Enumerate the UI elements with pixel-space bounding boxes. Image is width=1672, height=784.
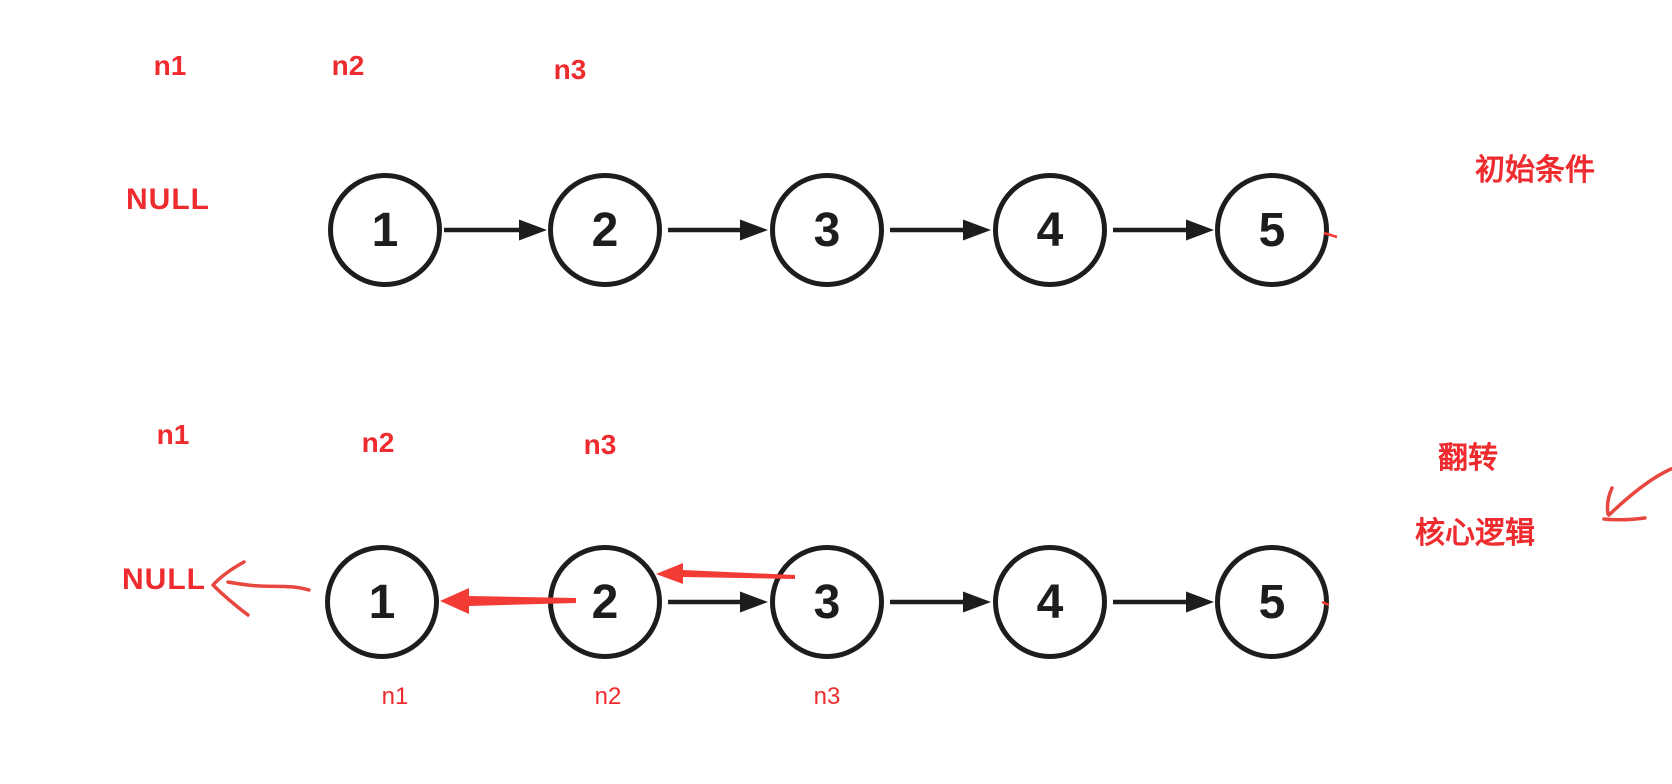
bottom-node-5: 5 — [1215, 545, 1329, 659]
bottom-node-1: 1 — [325, 545, 439, 659]
bottom-node-4: 4 — [993, 545, 1107, 659]
bottom-node-2-sublabel: n2 — [594, 683, 622, 710]
top-node-5-value: 5 — [1258, 203, 1286, 257]
top-next-arrow-3-4 — [890, 219, 991, 241]
bottom-next-arrow-2-3 — [668, 591, 768, 613]
bottom-next-arrow-4-5 — [1113, 591, 1214, 613]
top-node-4-value: 4 — [1036, 203, 1064, 257]
null-pointer-hand-arrow — [211, 560, 311, 617]
bottom-null-label: NULL — [122, 563, 206, 596]
bottom-caption-reverse: 翻转 — [1438, 442, 1498, 475]
top-next-arrow-4-5 — [1113, 219, 1214, 241]
bottom-node-5-value: 5 — [1258, 575, 1286, 629]
bottom-next-arrow-3-4 — [890, 591, 991, 613]
top-node-2: 2 — [548, 173, 662, 287]
top-node-1-value: 1 — [371, 203, 399, 257]
bottom-node-2-value: 2 — [591, 575, 619, 629]
bottom-node-2: 2 — [548, 545, 662, 659]
bottom-node-1-value: 1 — [368, 575, 396, 629]
annotation-curved-arrow — [1602, 467, 1672, 522]
bottom-node-3: 3 — [770, 545, 884, 659]
top-node-5: 5 — [1215, 173, 1329, 287]
top-pointer-label-n3: n3 — [553, 54, 587, 85]
bottom-pointer-label-n2: n2 — [361, 427, 395, 458]
bottom-node-3-sublabel: n3 — [813, 683, 841, 710]
top-pointer-label-n2: n2 — [331, 50, 365, 81]
bottom-node-3-value: 3 — [813, 575, 841, 629]
top-node-4: 4 — [993, 173, 1107, 287]
top-node-1: 1 — [328, 173, 442, 287]
bottom-node-1-sublabel: n1 — [381, 683, 409, 710]
top-node-2-value: 2 — [591, 203, 619, 257]
top-node-3: 3 — [770, 173, 884, 287]
top-next-arrow-1-2 — [444, 219, 547, 241]
top-null-label: NULL — [126, 183, 210, 216]
bottom-caption-core-logic: 核心逻辑 — [1415, 517, 1535, 550]
bottom-pointer-label-n1: n1 — [156, 419, 190, 450]
bottom-pointer-label-n3: n3 — [583, 429, 617, 460]
top-caption-initial-condition: 初始条件 — [1475, 154, 1595, 187]
bottom-node-4-value: 4 — [1036, 575, 1064, 629]
top-next-arrow-2-3 — [668, 219, 768, 241]
top-node-3-value: 3 — [813, 203, 841, 257]
top-pointer-label-n1: n1 — [153, 50, 187, 81]
